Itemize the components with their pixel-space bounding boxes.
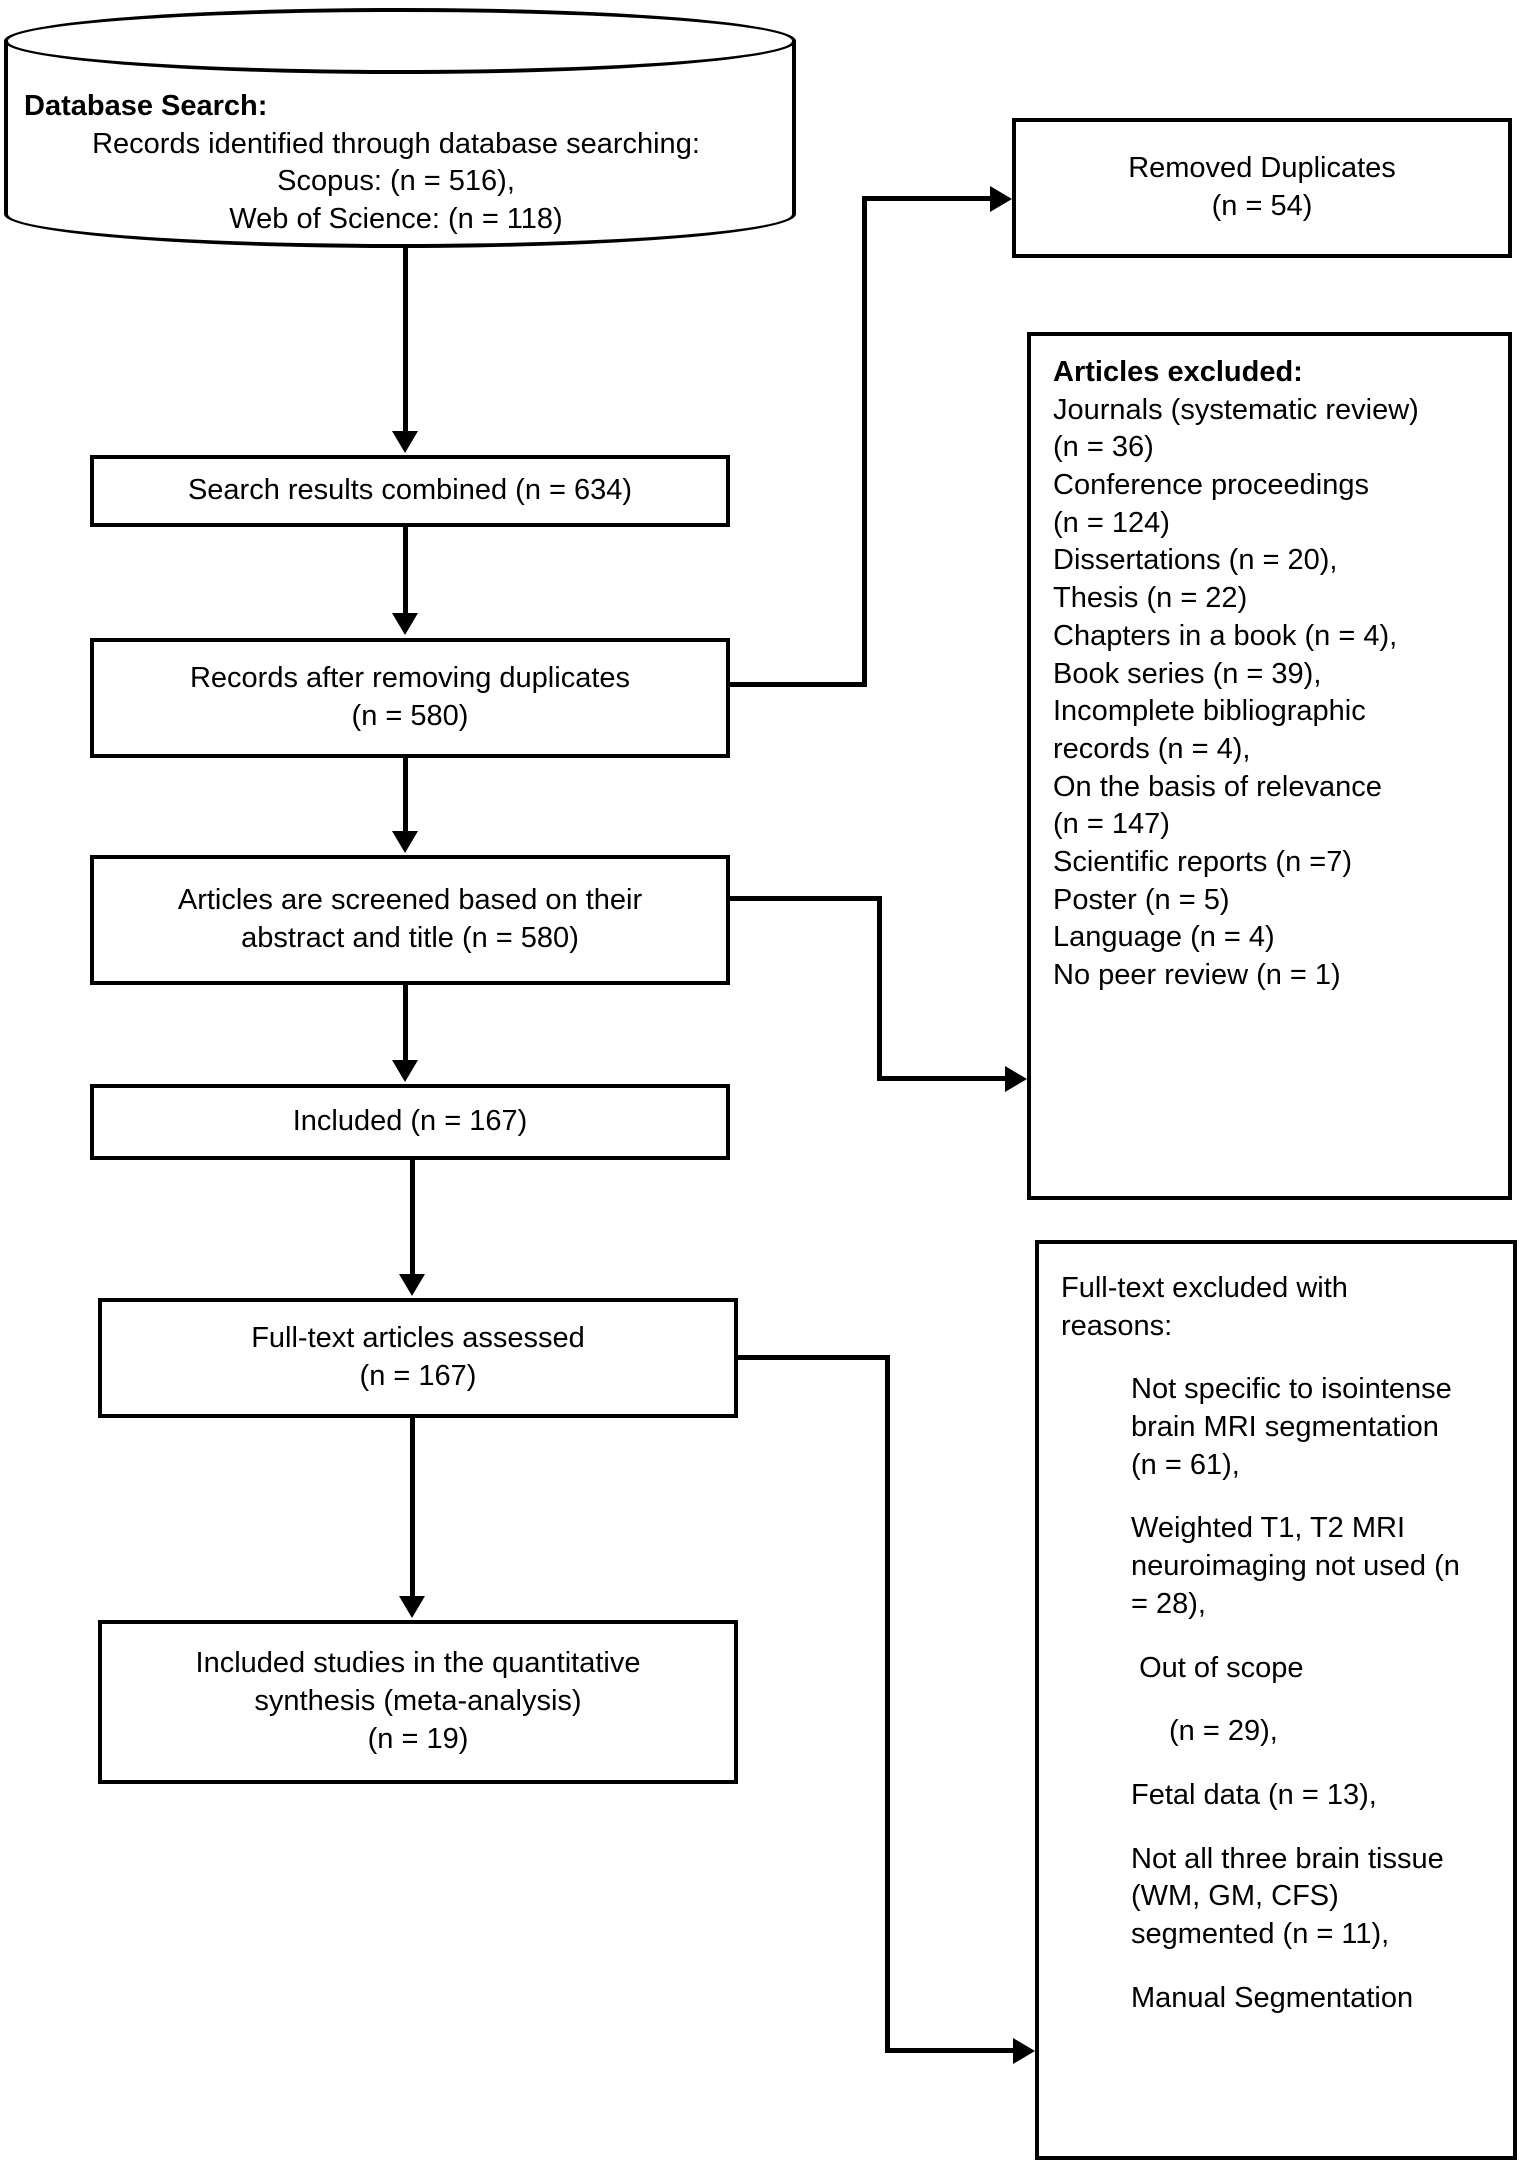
fulltext-excluded-heading-line-2: reasons:	[1061, 1309, 1173, 1342]
final-included-line-2: synthesis (meta-analysis)	[254, 1685, 582, 1718]
arrowhead-combined-to-after-dupes	[392, 613, 418, 635]
included-label: Included (n = 167)	[292, 1105, 528, 1138]
connector-after-dupes-to-screened	[403, 758, 408, 833]
fulltext-reason-5-line-0: Not all three brain tissue	[1131, 1842, 1444, 1875]
connector-included-to-fulltext	[410, 1160, 415, 1276]
node-articles-screened: Articles are screened based on their abs…	[90, 855, 730, 985]
fulltext-reason-6-line-0: Manual Segmentation	[1131, 1981, 1414, 2014]
fulltext-reason-0-line-2: (n = 61),	[1131, 1448, 1240, 1481]
removed-duplicates-line-1: Removed Duplicates	[1128, 152, 1396, 185]
connector-after-dupes-to-removed-dupes-h2	[862, 196, 992, 201]
fulltext-reason-0-line-1: brain MRI segmentation	[1131, 1411, 1439, 1444]
fulltext-reason-2-line-0: Out of scope	[1131, 1651, 1304, 1684]
cylinder-body	[4, 40, 796, 248]
connector-after-dupes-to-removed-dupes-h1	[730, 682, 867, 687]
database-search-cylinder	[4, 8, 796, 248]
articles-excluded-heading: Articles excluded:	[1053, 356, 1303, 388]
articles-excluded-line-15: No peer review (n = 1)	[1053, 959, 1341, 991]
articles-excluded-line-4: Dissertations (n = 20),	[1053, 544, 1338, 577]
articles-excluded-line-1: (n = 36)	[1053, 431, 1154, 464]
connector-combined-to-after-dupes	[403, 527, 408, 615]
search-results-combined-label: Search results combined (n = 634)	[187, 474, 633, 507]
connector-screened-to-excluded-v	[877, 896, 882, 1080]
database-search-heading: Database Search:	[24, 90, 268, 122]
articles-excluded-line-8: Incomplete bibliographic	[1053, 695, 1366, 728]
arrowhead-fulltext-to-final	[399, 1596, 425, 1618]
articles-excluded-line-13: Poster (n = 5)	[1053, 883, 1230, 916]
fulltext-reason-1-line-0: Weighted T1, T2 MRI	[1131, 1512, 1406, 1545]
node-fulltext-articles-assessed: Full-text articles assessed (n = 167)	[98, 1298, 738, 1418]
fulltext-reason-4-line-0: Fetal data (n = 13),	[1131, 1778, 1377, 1811]
connector-after-dupes-to-removed-dupes-v	[862, 196, 867, 687]
database-search-line-2: Scopus: (n = 516),	[277, 165, 515, 198]
articles-excluded-line-10: On the basis of relevance	[1053, 770, 1382, 803]
articles-excluded-line-5: Thesis (n = 22)	[1053, 582, 1248, 615]
articles-excluded-line-11: (n = 147)	[1053, 808, 1170, 841]
fulltext-reason-5-line-1: (WM, GM, CFS)	[1131, 1880, 1339, 1913]
node-included: Included (n = 167)	[90, 1084, 730, 1160]
node-search-results-combined: Search results combined (n = 634)	[90, 455, 730, 527]
connector-screened-to-excluded-h2	[877, 1076, 1007, 1081]
connector-database-to-combined	[403, 248, 408, 433]
arrowhead-after-dupes-to-screened	[392, 831, 418, 853]
arrowhead-to-fulltext-excluded	[1013, 2038, 1035, 2064]
connector-fulltext-to-fulltext-excluded-h1	[738, 1355, 890, 1360]
articles-excluded-line-7: Book series (n = 39),	[1053, 657, 1322, 690]
final-included-line-3: (n = 19)	[367, 1722, 469, 1755]
fulltext-reason-3-line-0: (n = 29),	[1169, 1715, 1278, 1748]
node-fulltext-excluded-with-reasons: Full-text excluded with reasons: Not spe…	[1035, 1240, 1517, 2160]
connector-fulltext-to-final	[410, 1418, 415, 1598]
fulltext-reason-0-line-0: Not specific to isointense	[1131, 1373, 1452, 1406]
node-included-studies-quantitative-synthesis: Included studies in the quantitative syn…	[98, 1620, 738, 1784]
node-records-after-removing-duplicates: Records after removing duplicates (n = 5…	[90, 638, 730, 758]
database-search-line-3: Web of Science: (n = 118)	[229, 203, 563, 236]
articles-excluded-line-12: Scientific reports (n =7)	[1053, 845, 1352, 878]
articles-excluded-line-9: records (n = 4),	[1053, 732, 1251, 765]
node-articles-excluded: Articles excluded: Journals (systematic …	[1027, 332, 1512, 1200]
cylinder-top-ellipse	[4, 8, 796, 74]
arrowhead-included-to-fulltext	[399, 1274, 425, 1296]
connector-fulltext-to-fulltext-excluded-v	[885, 1355, 890, 2053]
fulltext-reason-1-line-1: neuroimaging not used (n	[1131, 1550, 1460, 1583]
connector-fulltext-to-fulltext-excluded-h2	[885, 2048, 1015, 2053]
fulltext-assessed-line-2: (n = 167)	[359, 1360, 477, 1392]
articles-excluded-line-14: Language (n = 4)	[1053, 921, 1275, 954]
arrowhead-database-to-combined	[392, 431, 418, 453]
articles-screened-line-1: Articles are screened based on their	[177, 884, 643, 917]
connector-screened-to-excluded-h1	[730, 896, 882, 901]
arrowhead-to-articles-excluded	[1005, 1066, 1027, 1092]
arrowhead-to-removed-duplicates	[990, 186, 1012, 212]
records-after-dupes-line-2: (n = 580)	[351, 700, 469, 732]
articles-excluded-line-6: Chapters in a book (n = 4),	[1053, 619, 1398, 652]
articles-excluded-line-2: Conference proceedings	[1053, 469, 1369, 502]
removed-duplicates-line-2: (n = 54)	[1211, 190, 1313, 222]
fulltext-assessed-line-1: Full-text articles assessed	[251, 1322, 585, 1355]
articles-excluded-line-3: (n = 124)	[1053, 506, 1170, 539]
fulltext-reason-1-line-2: = 28),	[1131, 1587, 1206, 1620]
arrowhead-screened-to-included	[392, 1060, 418, 1082]
fulltext-reason-5-line-2: segmented (n = 11),	[1131, 1917, 1390, 1950]
node-removed-duplicates: Removed Duplicates (n = 54)	[1012, 118, 1512, 258]
articles-screened-line-2: abstract and title (n = 580)	[241, 922, 579, 954]
database-search-text: Database Search: Records identified thro…	[24, 88, 768, 239]
database-search-line-1: Records identified through database sear…	[92, 127, 700, 160]
articles-excluded-line-0: Journals (systematic review)	[1053, 393, 1419, 426]
fulltext-excluded-heading-line-1: Full-text excluded with	[1061, 1272, 1348, 1304]
connector-screened-to-included	[403, 985, 408, 1063]
records-after-dupes-line-1: Records after removing duplicates	[189, 662, 631, 695]
final-included-line-1: Included studies in the quantitative	[195, 1647, 641, 1680]
